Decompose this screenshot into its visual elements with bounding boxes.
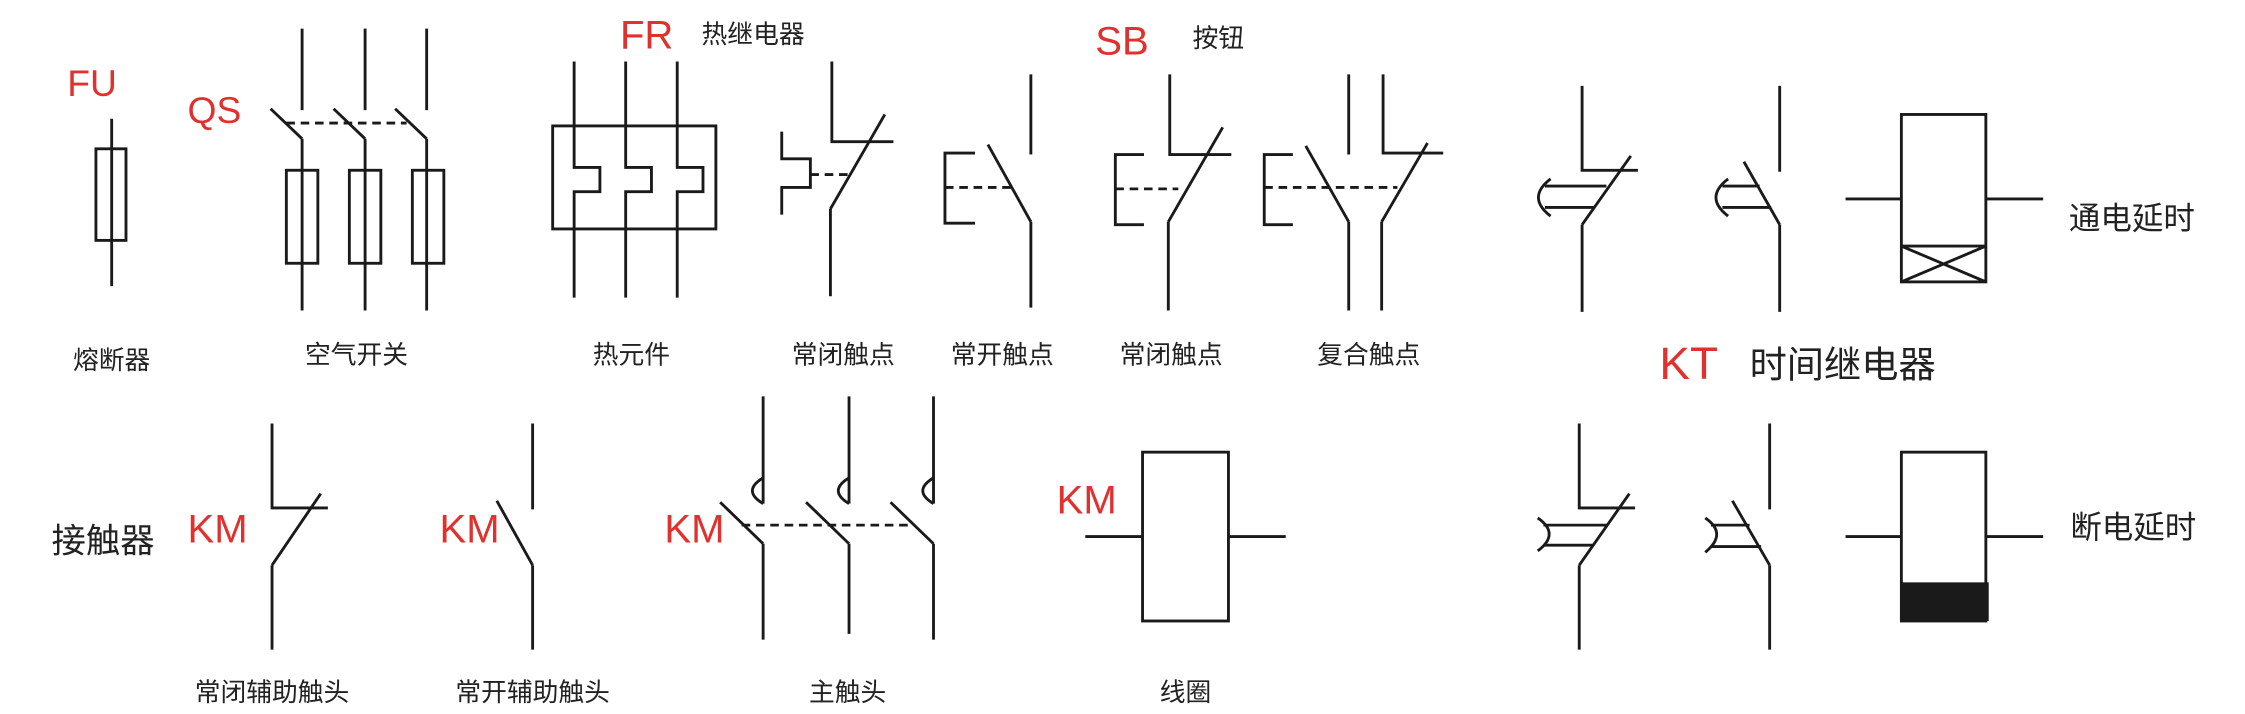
fuse-label: 熔断器 (73, 346, 151, 376)
contactor-no-aux-label: 常开辅助触头 (455, 678, 610, 708)
fuse-code: FU (67, 62, 117, 104)
contactor-code: KM (1057, 479, 1117, 523)
thermal-relay-title: 热继电器 (702, 20, 805, 50)
button-group: SB 按钮 常闭触点 复合触点 (1095, 19, 1444, 370)
contactor-code: KM (188, 507, 248, 551)
contactor-code: KM (440, 507, 500, 551)
contactor-coil-symbol: KM 线圈 (1057, 450, 1286, 708)
contactor-nc-aux-label: 常闭辅助触头 (195, 678, 350, 708)
off-delay-coil-symbol (1845, 450, 2044, 623)
button-nc-contact-symbol: 常闭触点 (1113, 74, 1232, 370)
contactor-main-label: 主触头 (809, 678, 886, 708)
contactor-title: 接触器 (52, 521, 155, 561)
time-relay-group: KT 时间继电器 通电延时 (1536, 85, 2196, 650)
button-compound-contact-symbol: 复合触点 (1262, 74, 1444, 370)
thermal-element-symbol: 热元件 (551, 61, 718, 370)
on-delay-nc-contact-symbol (1537, 85, 1638, 312)
thermal-relay-code: FR (620, 14, 673, 58)
air-switch-symbol: QS 空气开关 (188, 28, 446, 370)
contactor-nc-aux-symbol: KM 常闭辅助触头 (188, 423, 350, 708)
on-delay-label: 通电延时 (2069, 201, 2195, 237)
air-switch-code: QS (188, 89, 242, 131)
thermal-relay-group: FR 热继电器 热元件 常闭触点 常开触点 (551, 14, 1054, 370)
air-switch-label: 空气开关 (305, 340, 408, 370)
contactor-no-aux-symbol: KM 常开辅助触头 (440, 423, 610, 708)
off-delay-no-contact-symbol (1704, 423, 1772, 650)
on-delay-coil-symbol (1845, 113, 2044, 284)
on-delay-no-contact-symbol (1714, 85, 1782, 312)
off-delay-nc-contact-symbol (1536, 423, 1636, 650)
button-compound-label: 复合触点 (1317, 340, 1420, 370)
off-delay-label: 断电延时 (2070, 510, 2196, 546)
time-relay-code: KT (1659, 338, 1718, 389)
thermal-nc-label: 常闭触点 (792, 340, 895, 370)
thermal-no-label: 常开触点 (951, 340, 1054, 370)
button-code: SB (1095, 19, 1148, 63)
thermal-element-label: 热元件 (593, 340, 670, 370)
thermal-no-contact-symbol: 常开触点 (943, 74, 1054, 370)
contactor-coil-label: 线圈 (1160, 678, 1212, 708)
contactor-code: KM (664, 507, 724, 551)
contactor-group: 接触器 KM 常闭辅助触头 KM 常开辅助触头 KM 主触头 KM (52, 396, 1286, 708)
button-nc-label: 常闭触点 (1120, 340, 1223, 370)
contactor-main-contact-symbol: KM 主触头 (664, 396, 935, 708)
button-title: 按钮 (1193, 24, 1245, 54)
fuse-symbol: FU 熔断器 (67, 62, 150, 376)
thermal-nc-contact-symbol: 常闭触点 (780, 61, 895, 370)
time-relay-title: 时间继电器 (1750, 343, 1936, 387)
